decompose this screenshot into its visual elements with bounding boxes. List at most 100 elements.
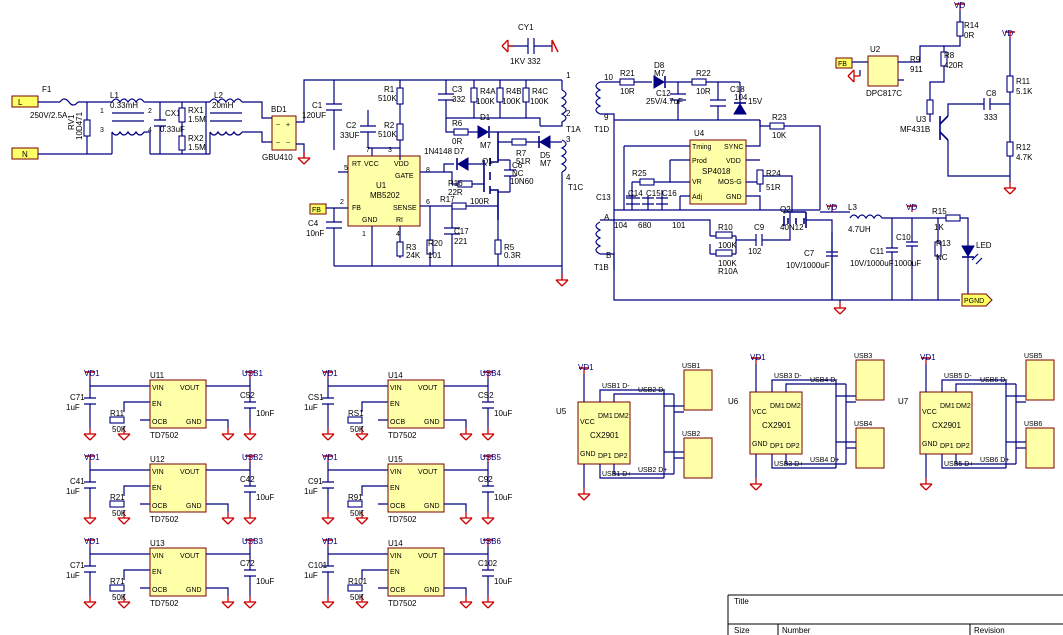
u1-pin-fb: FB: [352, 205, 361, 212]
usb-net-dp-b-3: USB6 D+: [980, 457, 1009, 464]
usb-ic-2: [749, 391, 803, 455]
ground-usb-2: [749, 477, 763, 491]
reg-port-label-1: USB1: [242, 369, 263, 378]
usb-connector-a-3: [1025, 359, 1055, 401]
c1-value: 120UF: [302, 111, 326, 120]
u1-pin-rt: RT: [352, 161, 362, 168]
primary-section: R1 510K R2 510K C2 33UF C3 332 R4A 100K …: [306, 71, 583, 287]
svg-text:−: −: [286, 140, 290, 147]
r15-ref: R15: [932, 207, 947, 216]
usb-net-dp-a-1: USB1 D+: [602, 471, 631, 478]
fuse-value: 250V/2.5A: [30, 111, 68, 120]
reg-pin-gnd-1: GND: [186, 419, 202, 426]
ground-secondary: [833, 301, 847, 315]
reg-pin-ocb-6: OCB: [390, 587, 406, 594]
usb-pin-vcc-2: VCC: [752, 409, 767, 416]
port-n-label: N: [22, 150, 28, 159]
l1-coil-top: [111, 98, 145, 104]
u1-pin-sense: SENSE: [393, 205, 417, 212]
r2-value: 510K: [378, 130, 397, 139]
r5-resistor: [494, 239, 502, 255]
c4-ref: C4: [308, 219, 319, 228]
usb-net-dm-a-3: USB5 D-: [944, 373, 972, 380]
l1-value: 0.33mH: [110, 101, 138, 110]
reg-pin-ocb-2: OCB: [152, 503, 168, 510]
bd1-bridge: [271, 115, 297, 151]
u1-pin-vdd: VDD: [394, 161, 409, 168]
bd1-value: GBU410: [262, 153, 293, 162]
pgnd-port: [961, 293, 993, 307]
ground-reg-cout-1: [243, 427, 257, 441]
svg-text:3: 3: [100, 127, 104, 134]
reg-cout-ref-4: CS2: [478, 391, 494, 400]
r4b-resistor: [496, 87, 504, 103]
svg-text:~: ~: [276, 122, 280, 129]
u4-pin-adj: Adj: [692, 194, 703, 201]
reg-ic-value-3: TD7502: [150, 599, 179, 608]
vd-label-feedback: VD: [954, 1, 965, 10]
svg-text:+: +: [286, 122, 290, 129]
d8-value: M7: [654, 69, 666, 78]
feedback-section: VD R14 0R R8 420R U2 DPC817C FB R9 911 U…: [835, 1, 1033, 195]
usb-pin-dp1-1: DP1: [598, 453, 612, 460]
reg-pin-gnd-3: GND: [186, 587, 202, 594]
r22-ref: R22: [696, 69, 711, 78]
usb-net-dp-a-2: USB3 D+: [774, 461, 803, 468]
ground-reg-ic-3: [221, 595, 235, 609]
t1c-pin4: 4: [566, 173, 571, 182]
ground-reg-cout-4: [481, 427, 495, 441]
r16-ref: R16: [448, 179, 463, 188]
rx2-resistor: [178, 135, 186, 151]
svg-text:4: 4: [396, 231, 400, 238]
ground-reg-cout-5: [481, 511, 495, 525]
r3-value: 24K: [406, 251, 421, 260]
r6-ref: R6: [452, 119, 463, 128]
reg-pin-gnd-2: GND: [186, 503, 202, 510]
reg-ic-ref-4: U14: [388, 371, 403, 380]
vd1-label-usb-1: VD1: [578, 363, 594, 372]
r11-resistor: [1006, 75, 1014, 93]
reg-cin-ref-1: C71: [70, 393, 85, 402]
r8-value: 420R: [944, 61, 963, 70]
r17-value: 100R: [470, 197, 489, 206]
c9-ref: C9: [754, 223, 765, 232]
reg-cin-value-6: 1uF: [304, 571, 318, 580]
t1a-winding: [540, 80, 567, 127]
usb-connector-b-2: [855, 427, 885, 469]
c8-value: 333: [984, 113, 998, 122]
u4-pin-tming: Tming: [692, 144, 712, 151]
reg-pin-vout-2: VOUT: [180, 469, 200, 476]
reg-resistor-3: [109, 584, 125, 592]
usb-ic-ref-1: U5: [556, 407, 567, 416]
reg-pin-en-5: EN: [390, 485, 400, 492]
q1-ref: Q1: [482, 157, 493, 166]
svg-text:2: 2: [148, 108, 152, 115]
t1d-pin10: 10: [604, 73, 613, 82]
r14-value: 0R: [964, 31, 974, 40]
r21-resistor: [619, 78, 635, 86]
usb-ic-ref-3: U7: [898, 397, 909, 406]
reg-ic-value-1: TD7502: [150, 431, 179, 440]
d5-value: M7: [540, 159, 552, 168]
svg-text:4: 4: [148, 127, 152, 134]
ground-t1c: [555, 273, 569, 287]
r13-value: NC: [936, 253, 948, 262]
svg-text:5: 5: [344, 165, 348, 172]
c12-value: 25V/4.7uF: [646, 97, 683, 106]
vd-label-r11: VD: [1002, 29, 1013, 38]
usb-ic-ref-2: U6: [728, 397, 739, 406]
usb-pin-gnd-2: GND: [752, 441, 768, 448]
reg-ic-value-2: TD7502: [150, 515, 179, 524]
reg-r-ref-4: RS1: [348, 409, 364, 418]
r14-resistor: [956, 21, 964, 37]
varistor-ref: RV1: [67, 114, 76, 130]
d7-value: 1N4148: [424, 147, 453, 156]
reg-port-label-5: USB5: [480, 453, 501, 462]
u1-ref: U1: [376, 181, 387, 190]
